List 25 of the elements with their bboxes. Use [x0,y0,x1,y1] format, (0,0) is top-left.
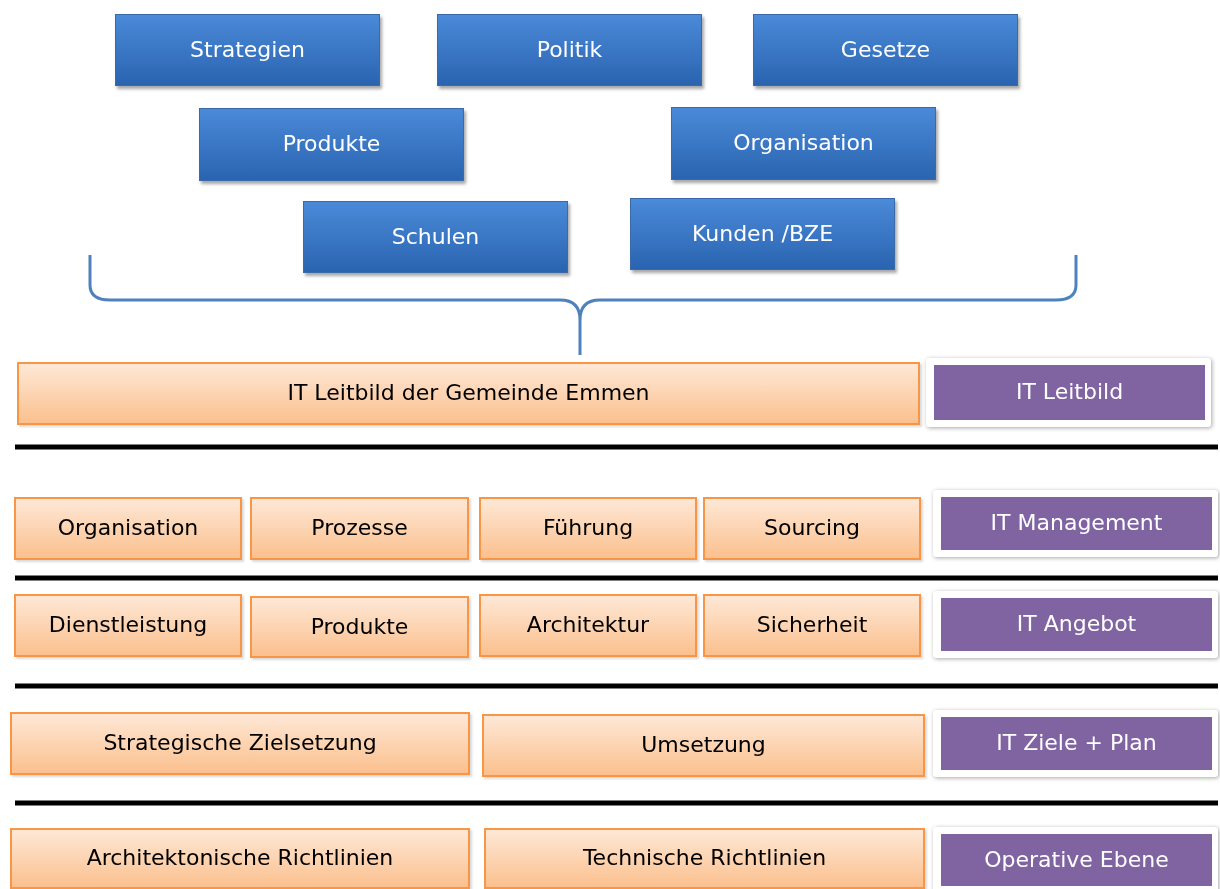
topic-box: Schulen [303,201,568,273]
element-box: Architektur [479,594,697,657]
element-box: Architektonische Richtlinien [10,828,470,889]
element-box: Prozesse [250,497,469,560]
element-box: Strategische Zielsetzung [10,712,470,775]
element-box: Dienstleistung [14,594,242,657]
topic-box: Politik [437,14,702,86]
level-label-box: IT Ziele + Plan [941,717,1212,770]
element-box: Sicherheit [703,594,921,657]
element-box: Sourcing [703,497,921,560]
level-label-box: Operative Ebene [941,834,1212,886]
element-box: IT Leitbild der Gemeinde Emmen [17,362,920,425]
level-label-box: IT Management [941,497,1212,550]
element-box: Organisation [14,497,242,560]
element-box: Umsetzung [482,714,925,777]
topic-box: Strategien [115,14,380,86]
topic-box: Kunden /BZE [630,198,895,270]
topic-box: Gesetze [753,14,1018,86]
level-label-box: IT Leitbild [934,365,1205,420]
topic-box: Produkte [199,108,464,181]
element-box: Produkte [250,596,469,658]
element-box: Technische Richtlinien [484,828,925,889]
element-box: Führung [479,497,697,560]
level-label-box: IT Angebot [941,598,1212,651]
topic-box: Organisation [671,107,936,180]
